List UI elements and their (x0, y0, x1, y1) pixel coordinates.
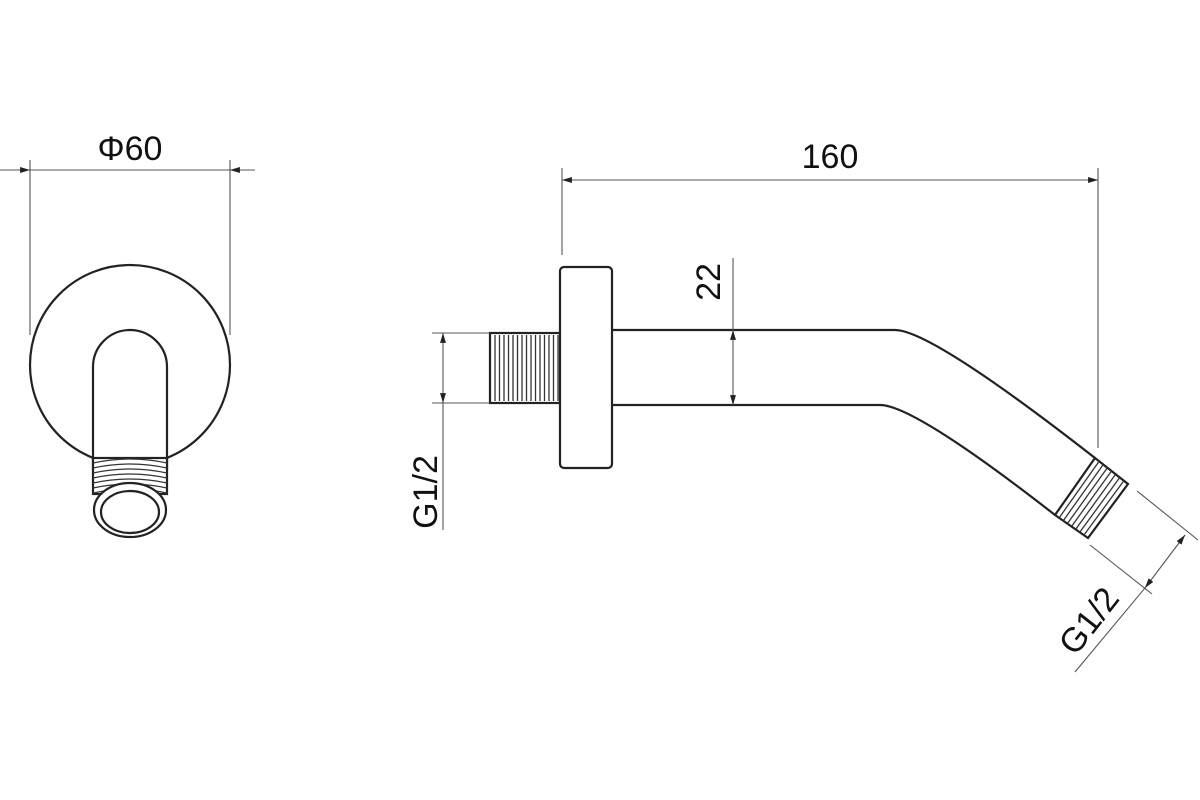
thread-line (92, 473, 168, 479)
thread-line (1070, 470, 1113, 527)
inlet-thread-label: G1/2 (407, 455, 445, 529)
thread-line (1083, 480, 1125, 536)
dimension-line (1074, 587, 1146, 673)
wall-flange (558, 265, 614, 470)
thread-line (92, 468, 168, 474)
pipe-bottom-edge (612, 403, 1056, 516)
thread-line (92, 458, 168, 464)
thread-line (1062, 464, 1104, 522)
front-view: Φ60 (0, 130, 255, 539)
extension-line (1136, 490, 1199, 541)
inlet-thread-hatch (494, 335, 559, 401)
extension-line (1089, 544, 1153, 595)
pipe-diameter-label: 22 (690, 263, 728, 301)
outlet-ring-inner (99, 489, 161, 535)
arm-outline (91, 328, 169, 470)
pipe-top-edge (612, 328, 1096, 459)
thread-line (92, 478, 168, 484)
outlet-thread-label: G1/2 (1052, 580, 1127, 661)
thread-line (1066, 467, 1108, 525)
thread-line (1058, 460, 1100, 519)
length-label: 160 (802, 138, 859, 176)
dimension-line (1144, 534, 1186, 589)
diameter-label: Φ60 (98, 130, 163, 168)
thread-line (92, 463, 168, 469)
side-view: 160 22 G1/2 G1/2 (407, 138, 1199, 673)
thread-line (1075, 473, 1117, 530)
thread-line (1079, 477, 1121, 533)
outlet-thread-hatch (1058, 460, 1125, 536)
